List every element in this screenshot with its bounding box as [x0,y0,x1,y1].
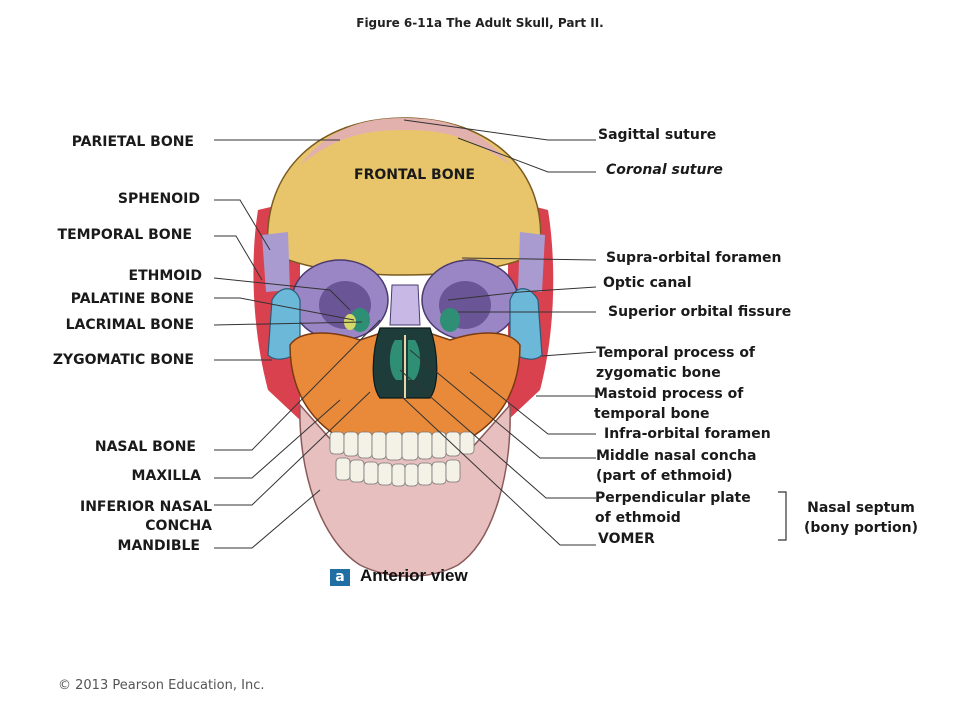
label-temporal-bone: TEMPORAL BONE [57,227,192,243]
label-inferior-nasal: INFERIOR NASAL [80,499,212,515]
label-nasal-septum: Nasal septum [807,500,915,516]
label-maxilla: MAXILLA [131,468,201,484]
sphenoid-shape-right [518,232,545,292]
label-temporal-process-1: Temporal process of [596,345,756,361]
label-perpendicular-plate-2: of ethmoid [595,510,681,526]
middle-nasal-concha [389,340,402,380]
lower-teeth [335,457,461,487]
label-coronal-suture: Coronal suture [606,162,723,178]
panel-badge: a [330,569,350,586]
parietal-top-shape [300,118,510,165]
label-vomer: VOMER [598,531,655,547]
label-temporal-process-2: zygomatic bone [596,365,721,381]
mandible-shape [299,403,511,577]
label-sagittal-suture: Sagittal suture [598,127,717,143]
copyright: © 2013 Pearson Education, Inc. [58,678,265,693]
label-mastoid-2: temporal bone [594,406,710,422]
label-palatine-bone: PALATINE BONE [70,291,194,307]
label-superior-orbital-fissure: Superior orbital fissure [608,304,792,320]
label-lacrimal-bone: LACRIMAL BONE [65,317,194,333]
nasal-bone-shape [389,284,421,326]
label-optic-canal: Optic canal [603,275,692,291]
leader-lines-right [399,119,597,546]
label-bony-portion: (bony portion) [803,520,919,536]
label-mastoid-1: Mastoid process of [594,386,744,402]
label-perpendicular-plate-1: Perpendicular plate [595,490,751,506]
panel-caption: Anterior view [360,566,468,585]
label-sphenoid: SPHENOID [117,191,200,207]
label-concha: CONCHA [145,518,212,534]
label-frontal-bone: FRONTAL BONE [354,167,475,183]
upper-teeth [329,431,475,461]
frontal-bone-shape [266,117,542,276]
figure-title: Figure 6-11a The Adult Skull, Part II. [356,16,604,30]
label-mandible: MANDIBLE [117,538,200,554]
leader-lines-left [213,139,381,549]
label-ethmoid: ETHMOID [128,268,203,284]
label-zygomatic-bone: ZYGOMATIC BONE [52,352,194,368]
label-middle-concha-1: Middle nasal concha [596,448,757,464]
sphenoid-shape [262,232,290,292]
septum-brace [778,491,787,541]
label-supraorbital-foramen: Supra-orbital foramen [606,250,782,266]
label-infraorbital-foramen: Infra-orbital foramen [604,426,771,442]
label-parietal-bone: PARIETAL BONE [71,134,194,150]
label-middle-concha-2: (part of ethmoid) [596,468,733,484]
label-nasal-bone: NASAL BONE [94,439,196,455]
